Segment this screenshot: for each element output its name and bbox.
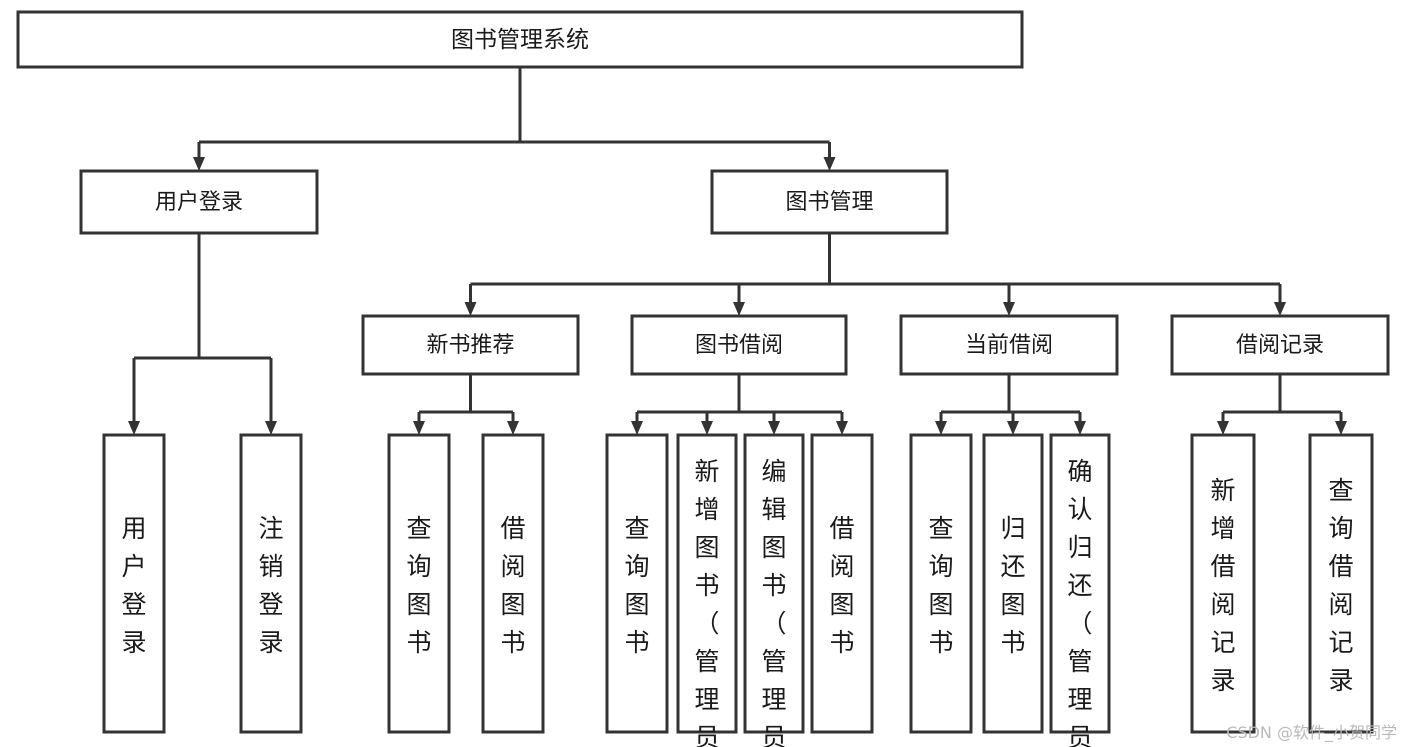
node-box-leaf-user-login: [102, 433, 166, 734]
connector-group-borrow-record: [1217, 374, 1347, 435]
node-borrow-record[interactable]: 借阅记录: [1170, 314, 1390, 376]
arrowhead-current-borrow: [1003, 302, 1015, 316]
arrowhead-leaf-add-borrow-record: [1217, 421, 1229, 435]
node-label-new-book-rec: 新书推荐: [426, 333, 514, 358]
arrowhead-leaf-query-book-bb: [631, 421, 643, 435]
node-label-leaf-query-borrow-record: 查询借阅记录: [1328, 476, 1353, 695]
connector-group-book-borrow: [631, 374, 848, 435]
node-label-root: 图书管理系统: [451, 27, 589, 53]
arrowhead-book-borrow: [733, 302, 745, 316]
node-label-leaf-query-book-rec: 查询图书: [406, 514, 431, 657]
arrowhead-leaf-user-login: [128, 421, 140, 435]
node-label-book-borrow: 图书借阅: [695, 333, 783, 358]
node-box-new-book-rec: [361, 314, 580, 376]
node-label-user-login: 用户登录: [155, 190, 243, 215]
arrowhead-book-manage: [823, 157, 836, 171]
connector-layer: [128, 67, 1347, 435]
node-book-borrow[interactable]: 图书借阅: [630, 314, 848, 376]
node-box-leaf-query-book-rec: [387, 433, 451, 734]
node-layer: 图书管理系统用户登录图书管理新书推荐图书借阅当前借阅借阅记录用户登录注销登录查询…: [16, 10, 1390, 747]
node-box-root: [16, 10, 1024, 69]
arrowhead-leaf-query-borrow-record: [1335, 421, 1347, 435]
arrowhead-leaf-query-book-cb: [935, 421, 947, 435]
node-box-current-borrow: [899, 314, 1119, 376]
node-leaf-edit-book-admin[interactable]: 编辑图书（管理员）: [743, 433, 805, 747]
node-label-leaf-borrow-book-rec: 借阅图书: [500, 514, 525, 657]
node-label-leaf-user-login: 用户登录: [121, 514, 146, 657]
node-label-leaf-query-book-cb: 查询图书: [928, 514, 953, 657]
node-label-leaf-query-book-bb: 查询图书: [624, 514, 649, 657]
node-root[interactable]: 图书管理系统: [16, 10, 1024, 69]
node-leaf-query-book-bb[interactable]: 查询图书: [605, 433, 669, 734]
node-box-leaf-add-borrow-record: [1190, 433, 1256, 734]
arrowhead-leaf-logout: [265, 421, 277, 435]
connector-group-current-borrow: [935, 374, 1086, 435]
node-leaf-confirm-return-admin[interactable]: 确认归还（管理员）: [1049, 433, 1111, 747]
node-label-leaf-edit-book-admin: 编辑图书（管理员）: [761, 457, 786, 747]
node-new-book-rec[interactable]: 新书推荐: [361, 314, 580, 376]
node-label-leaf-return-book: 归还图书: [1000, 514, 1025, 657]
node-label-leaf-confirm-return-admin: 确认归还（管理员）: [1067, 457, 1092, 747]
node-label-leaf-borrow-book-bb: 借阅图书: [829, 514, 854, 657]
node-leaf-borrow-book-rec[interactable]: 借阅图书: [481, 433, 545, 734]
node-box-leaf-query-borrow-record: [1308, 433, 1374, 734]
node-label-book-manage: 图书管理: [785, 190, 873, 215]
node-box-book-manage: [710, 169, 949, 235]
node-box-leaf-confirm-return-admin: [1049, 433, 1111, 734]
node-box-user-login: [79, 169, 319, 235]
arrowhead-leaf-edit-book-admin: [768, 421, 780, 435]
arrowhead-leaf-return-book: [1007, 421, 1019, 435]
node-leaf-user-login[interactable]: 用户登录: [102, 433, 166, 734]
watermark-label: CSDN @软件_小贺同学: [1226, 723, 1397, 742]
node-label-current-borrow: 当前借阅: [965, 333, 1053, 358]
node-label-leaf-add-borrow-record: 新增借阅记录: [1210, 476, 1235, 695]
node-label-leaf-add-book-admin: 新增图书（管理员）: [694, 457, 719, 747]
node-leaf-logout[interactable]: 注销登录: [239, 433, 303, 734]
arrowhead-user-login: [193, 157, 205, 171]
node-label-borrow-record: 借阅记录: [1236, 333, 1324, 358]
connector-group-user-login: [128, 233, 277, 435]
arrowhead-borrow-record: [1274, 302, 1286, 316]
node-box-leaf-borrow-book-rec: [481, 433, 545, 734]
node-box-leaf-return-book: [982, 433, 1044, 734]
node-box-leaf-add-book-admin: [676, 433, 738, 734]
node-leaf-add-borrow-record[interactable]: 新增借阅记录: [1190, 433, 1256, 734]
node-box-leaf-edit-book-admin: [743, 433, 805, 734]
arrowhead-leaf-query-book-rec: [413, 421, 425, 435]
node-box-leaf-borrow-book-bb: [810, 433, 874, 734]
node-label-leaf-logout: 注销登录: [258, 514, 283, 657]
node-box-borrow-record: [1170, 314, 1390, 376]
connector-group-book-manage: [464, 233, 1286, 316]
arrowhead-leaf-confirm-return-admin: [1074, 421, 1086, 435]
node-leaf-borrow-book-bb[interactable]: 借阅图书: [810, 433, 874, 734]
node-box-book-borrow: [630, 314, 848, 376]
node-box-leaf-logout: [239, 433, 303, 734]
node-leaf-return-book[interactable]: 归还图书: [982, 433, 1044, 734]
connector-group-new-book-rec: [413, 374, 519, 435]
connector-group-root: [193, 67, 836, 171]
node-book-manage[interactable]: 图书管理: [710, 169, 949, 235]
arrowhead-new-book-rec: [464, 302, 477, 316]
node-leaf-add-book-admin[interactable]: 新增图书（管理员）: [676, 433, 738, 747]
node-leaf-query-book-cb[interactable]: 查询图书: [909, 433, 973, 734]
node-box-leaf-query-book-bb: [605, 433, 669, 734]
arrowhead-leaf-add-book-admin: [701, 421, 713, 435]
node-leaf-query-book-rec[interactable]: 查询图书: [387, 433, 451, 734]
node-box-leaf-query-book-cb: [909, 433, 973, 734]
node-current-borrow[interactable]: 当前借阅: [899, 314, 1119, 376]
node-user-login[interactable]: 用户登录: [79, 169, 319, 235]
node-leaf-query-borrow-record[interactable]: 查询借阅记录: [1308, 433, 1374, 734]
arrowhead-leaf-borrow-book-bb: [836, 421, 848, 435]
arrowhead-leaf-borrow-book-rec: [507, 421, 519, 435]
